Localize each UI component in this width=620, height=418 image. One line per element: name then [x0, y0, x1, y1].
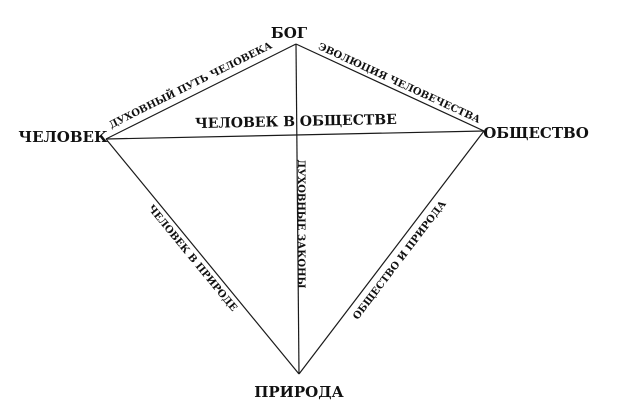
edge-god-human: [105, 43, 297, 140]
edge-god-nature: [295, 43, 300, 375]
edge-human-nature: [105, 138, 300, 375]
node-society-label: ОБЩЕСТВО: [483, 124, 589, 142]
edge-label-human-in-nature: ЧЕЛОВЕК В ПРИРОДЕ: [145, 203, 239, 314]
node-god-label: БОГ: [271, 24, 308, 42]
node-human-label: ЧЕЛОВЕК: [18, 128, 108, 146]
node-nature-label: ПРИРОДА: [254, 383, 344, 401]
edge-label-spiritual-laws: ДУХОВНЫЕ ЗАКОНЫ: [295, 159, 306, 288]
edge-label-human-in-society: ЧЕЛОВЕК В ОБЩЕСТВЕ: [195, 112, 397, 132]
edge-god-society: [295, 43, 485, 132]
edge-human-society: [105, 130, 485, 140]
edge-label-society-and-nature: ОБЩЕСТВО И ПРИРОДА: [351, 198, 449, 322]
edge-society-nature: [298, 130, 485, 375]
